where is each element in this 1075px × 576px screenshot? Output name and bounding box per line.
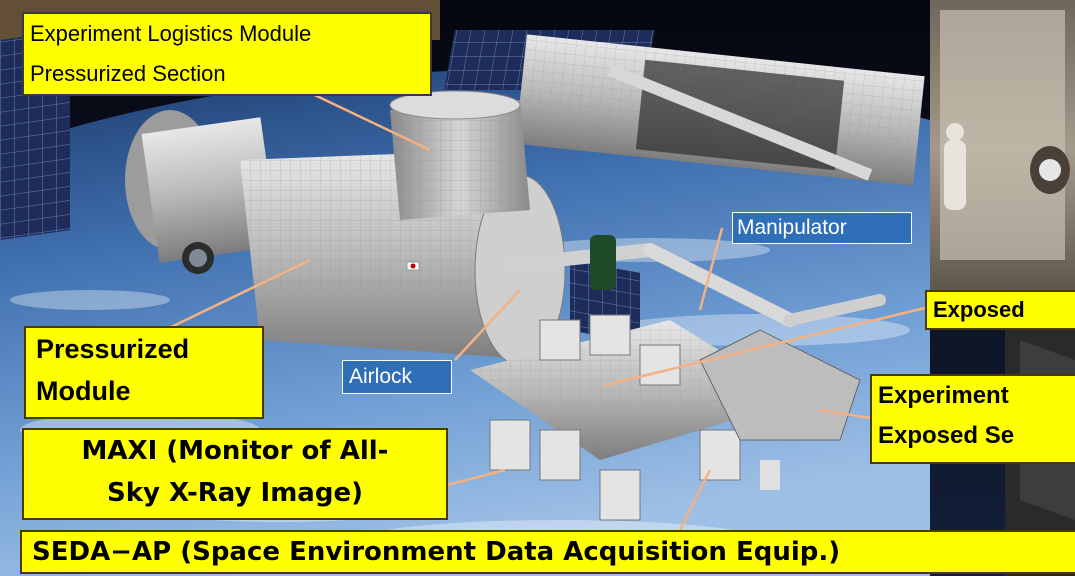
- label-elm-es-line2: Exposed Se: [878, 422, 1015, 449]
- label-elm-ps-line2: Pressurized Section: [30, 61, 226, 86]
- label-elm-ps-line1: Experiment Logistics Module: [30, 21, 312, 46]
- label-pressurized-module-line1: Pressurized: [36, 334, 190, 364]
- label-pressurized-module-line2: Module: [36, 376, 131, 406]
- label-manipulator-text: Manipulator: [737, 216, 847, 239]
- label-pressurized-module: Pressurized Module: [24, 326, 264, 419]
- label-exposed-facility: Exposed: [925, 290, 1075, 330]
- label-airlock-text: Airlock: [349, 365, 413, 388]
- label-elm-exposed-section: Experiment Exposed Se: [870, 374, 1075, 464]
- label-maxi-line1: MAXI (Monitor of All-: [81, 436, 389, 466]
- label-elm-es-line1: Experiment: [878, 382, 1009, 409]
- label-exposed-facility-text: Exposed: [933, 297, 1025, 322]
- label-maxi-line2: Sky X-Ray Image): [107, 478, 363, 508]
- label-airlock: Airlock: [342, 360, 452, 394]
- label-manipulator: Manipulator: [732, 212, 912, 244]
- label-seda-ap-text: SEDA−AP (Space Environment Data Acquisit…: [32, 537, 841, 567]
- label-elm-pressurized-section: Experiment Logistics Module Pressurized …: [22, 12, 432, 96]
- label-maxi: MAXI (Monitor of All- Sky X-Ray Image): [22, 428, 448, 520]
- label-seda-ap: SEDA−AP (Space Environment Data Acquisit…: [20, 530, 1075, 574]
